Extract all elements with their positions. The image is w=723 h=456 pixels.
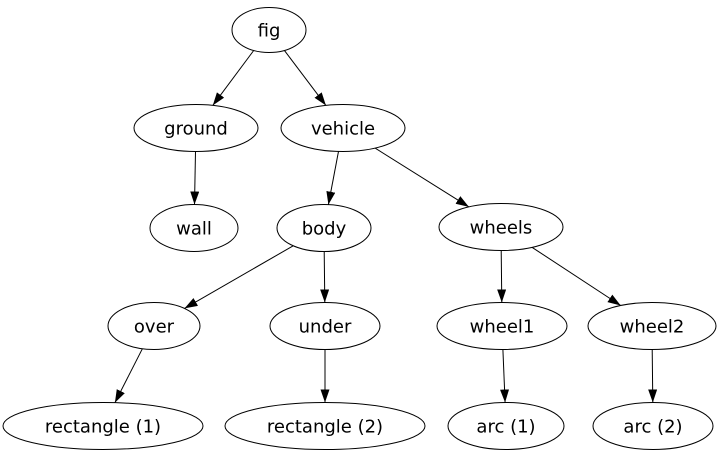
edge-body-under [320, 251, 330, 303]
node-arc2: arc (2) [592, 402, 714, 450]
edge-fig-vehicle [284, 50, 327, 106]
node-ellipse-arc1 [447, 402, 565, 450]
node-label-rectangle2: rectangle (2) [267, 416, 383, 437]
edge-vehicle-body [326, 151, 339, 205]
node-ellipse-wheel1 [436, 302, 568, 350]
node-label-ground: ground [164, 118, 228, 139]
edge-over-rectangle1 [114, 348, 143, 403]
node-label-wheel2: wheel2 [620, 316, 685, 337]
edge-wheels-wheel2 [531, 246, 621, 306]
node-ellipse-wall [149, 204, 239, 252]
node-wall: wall [149, 204, 239, 252]
node-label-arc1: arc (1) [476, 416, 535, 437]
edge-wheels-wheel1 [497, 250, 507, 303]
node-label-arc2: arc (2) [623, 416, 682, 437]
node-label-body: body [302, 218, 347, 239]
node-label-vehicle: vehicle [311, 118, 375, 139]
node-rectangle2: rectangle (2) [224, 402, 426, 450]
node-vehicle: vehicle [280, 104, 406, 152]
edge-wheel1-arc1 [500, 349, 510, 403]
edge-body-over [184, 245, 294, 309]
node-label-rectangle1: rectangle (1) [45, 416, 161, 437]
edge-wheel2-arc2 [648, 349, 658, 403]
node-ellipse-wheels [438, 203, 564, 251]
node-ground: ground [133, 104, 259, 152]
node-ellipse-arc2 [592, 402, 714, 450]
node-wheel2: wheel2 [587, 302, 717, 350]
node-label-wheels: wheels [470, 217, 533, 238]
node-ellipse-under [269, 302, 381, 350]
edge-fig-ground [212, 50, 255, 106]
node-label-under: under [299, 316, 352, 337]
node-ellipse-wheel2 [587, 302, 717, 350]
node-rectangle1: rectangle (1) [2, 402, 204, 450]
node-ellipse-body [276, 204, 372, 252]
node-ellipse-rectangle2 [224, 402, 426, 450]
node-over: over [107, 302, 201, 350]
edge-ground-wall [190, 151, 200, 205]
node-label-wall: wall [176, 218, 212, 239]
node-ellipse-rectangle1 [2, 402, 204, 450]
node-ellipse-ground [133, 104, 259, 152]
node-under: under [269, 302, 381, 350]
node-label-over: over [134, 316, 175, 337]
node-body: body [276, 204, 372, 252]
node-label-wheel1: wheel1 [470, 316, 535, 337]
node-fig: fig [231, 7, 307, 53]
node-ellipse-vehicle [280, 104, 406, 152]
edges-layer [114, 50, 658, 403]
node-arc1: arc (1) [447, 402, 565, 450]
node-wheel1: wheel1 [436, 302, 568, 350]
node-ellipse-fig [231, 7, 307, 53]
nodes-layer: fig ground vehicle wall body wheels over under w… [2, 7, 717, 450]
edge-vehicle-wheels [374, 147, 470, 208]
node-wheels: wheels [438, 203, 564, 251]
node-ellipse-over [107, 302, 201, 350]
node-label-fig: fig [258, 20, 281, 41]
